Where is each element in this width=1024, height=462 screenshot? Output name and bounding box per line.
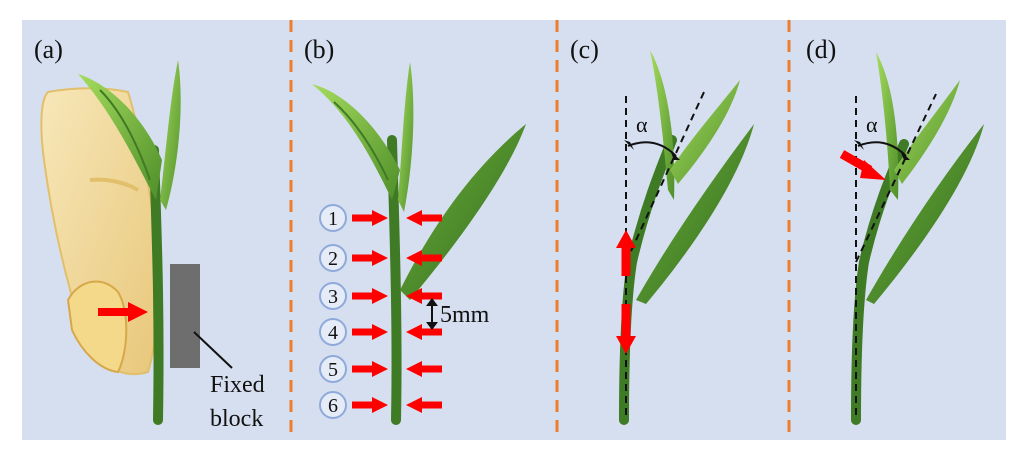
spacing-label: 5mm [440, 302, 490, 328]
fixed-block [170, 264, 200, 368]
panel-b: (b) 1 2 [304, 35, 526, 425]
angle-symbol-d: α [866, 112, 878, 137]
seedling-stem-c [619, 135, 677, 425]
position-number: 2 [328, 248, 338, 270]
angle-arc-tail-d [900, 150, 910, 160]
panel-label-c: (c) [570, 35, 599, 64]
seedling-leaf-d2 [894, 80, 960, 184]
force-arrow-a [98, 302, 148, 322]
fixed-block-leader [193, 331, 233, 369]
position-number: 1 [328, 208, 338, 230]
seedling-leaf-vein-b [333, 101, 389, 181]
panel-a: (a) Fixed block [34, 35, 265, 432]
position-number: 4 [328, 322, 338, 344]
angle-arc-head-c [624, 140, 634, 150]
panel-label-b: (b) [304, 35, 334, 64]
seedling-leaf-c1 [650, 50, 675, 200]
position-item: 5 [319, 355, 442, 383]
fixed-block-label-line1: Fixed [210, 372, 265, 398]
position-list: 1 2 3 [319, 204, 442, 419]
figure-background [22, 20, 1006, 440]
position-item: 6 [319, 391, 442, 419]
position-item: 2 [319, 244, 442, 272]
seedling-leaf-vein-a [99, 89, 151, 181]
seedling-leaf-b1 [312, 84, 400, 200]
fixed-block-label-line2: block [210, 406, 263, 432]
panel-c: (c) α [570, 35, 754, 425]
seed-fold [89, 177, 140, 192]
position-item: 4 [319, 318, 442, 346]
seedling-leaf-a1 [78, 74, 162, 200]
angle-arc-tail-c [670, 150, 680, 160]
angle-symbol-c: α [636, 112, 648, 137]
position-number: 6 [328, 395, 338, 417]
seedling-leaf-d3 [866, 124, 984, 304]
position-number: 3 [328, 286, 338, 308]
seed-embryo [66, 280, 128, 374]
tension-arrows-c [616, 230, 636, 354]
panel-d: (d) α [806, 35, 984, 425]
angle-arc-head-d [854, 140, 864, 150]
position-number: 5 [328, 359, 338, 381]
seedling-leaf-b2 [398, 62, 414, 212]
seedling-leaf-d1 [876, 52, 899, 200]
position-item: 1 [319, 204, 442, 232]
panel-label-a: (a) [34, 35, 63, 64]
position-item: 3 [319, 282, 442, 310]
seedling-leaf-c3 [636, 124, 754, 304]
spacing-indicator: 5mm [426, 298, 490, 330]
force-arrow-d [839, 150, 886, 180]
seedling-leaf-c2 [670, 80, 740, 184]
panel-dividers [289, 20, 791, 440]
panel-label-d: (d) [806, 35, 836, 64]
seedling-leaf-a2 [160, 60, 181, 210]
